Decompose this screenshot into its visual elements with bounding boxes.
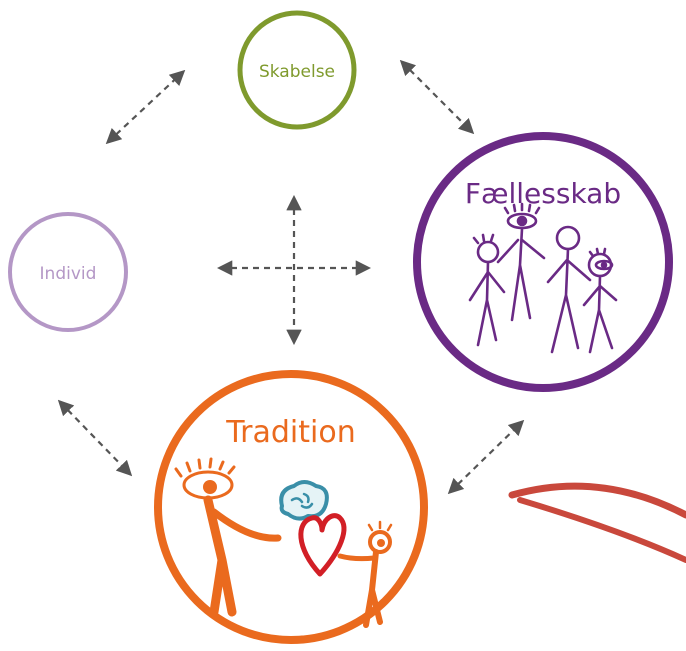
faellesskab-circle xyxy=(413,132,673,392)
arrow-individ-tradition xyxy=(57,399,133,477)
individ-label: Individ xyxy=(40,264,97,284)
arrow-individ-skabelse xyxy=(105,69,186,145)
individ-circle xyxy=(8,212,128,332)
arrow-tradition-faellesskab xyxy=(447,419,525,495)
stick-figure-group-icon xyxy=(468,202,618,354)
eye-figure-brain-heart-icon xyxy=(174,457,393,628)
skabelse-label: Skabelse xyxy=(259,62,335,82)
skabelse-circle xyxy=(237,10,357,130)
red-swoosh xyxy=(508,482,686,563)
arrow-skabelse-faellesskab xyxy=(399,59,475,135)
node-faellesskab: Fællesskab xyxy=(413,132,673,392)
tradition-circle xyxy=(154,370,428,644)
tradition-label: Tradition xyxy=(225,415,355,450)
faellesskab-label: Fællesskab xyxy=(465,177,621,210)
connector-arrows xyxy=(57,59,525,495)
node-skabelse: Skabelse xyxy=(237,10,357,130)
node-tradition: Tradition xyxy=(154,370,428,644)
node-individ: Individ xyxy=(8,212,128,332)
